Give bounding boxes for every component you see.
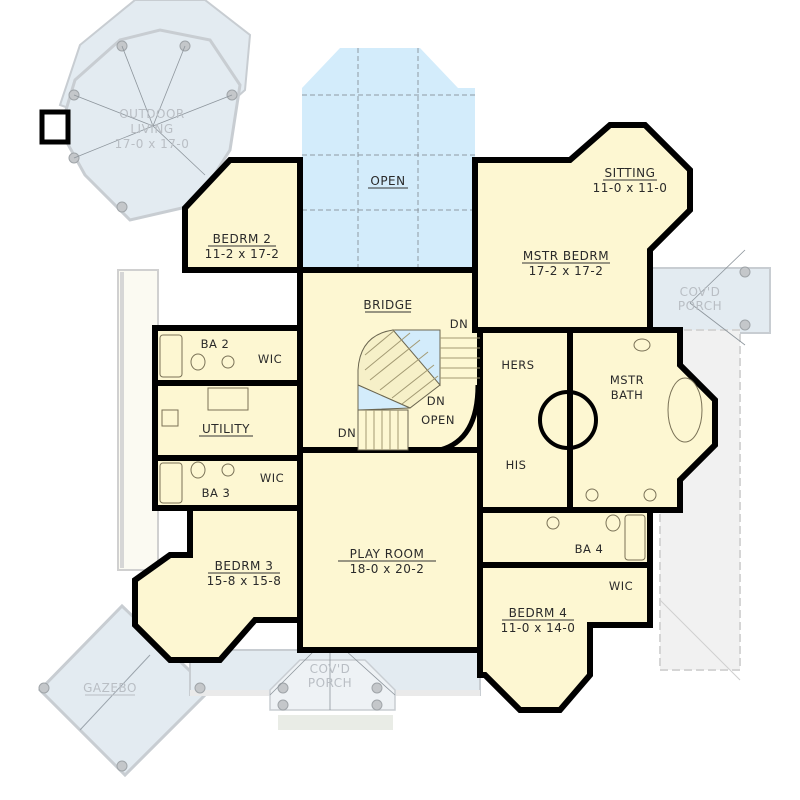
his-label: HIS (506, 458, 527, 472)
bedrm-2-area (182, 157, 303, 273)
sitting-dims: 11-0 x 11-0 (593, 181, 668, 195)
bedrm-3-dims: 15-8 x 15-8 (207, 574, 282, 588)
utility-label: UTILITY (202, 422, 250, 436)
svg-text:PORCH: PORCH (308, 676, 352, 690)
bedrm-3-label: BEDRM 3 (215, 559, 274, 573)
room-labels: OUTDOOR LIVING 17-0 x 17-0 OPEN BEDRM 2 … (83, 107, 722, 696)
mstr-bath-label: MSTR (610, 373, 644, 387)
bedrm-2-label: BEDRM 2 (213, 232, 272, 246)
outdoor-living-dims: 17-0 x 17-0 (115, 137, 190, 151)
wic-2-label: WIC (258, 352, 282, 366)
dn-label-1: DN (450, 317, 468, 331)
ba-2-label: BA 2 (201, 337, 230, 351)
bedrm-4-dims: 11-0 x 14-0 (501, 621, 576, 635)
play-room-dims: 18-0 x 20-2 (350, 562, 425, 576)
bedrm-4-area (477, 562, 653, 713)
utility-area (152, 380, 303, 461)
chimney (39, 109, 71, 145)
open-label: OPEN (370, 174, 405, 188)
svg-text:BATH: BATH (611, 388, 644, 402)
svg-text:PORCH: PORCH (678, 299, 722, 313)
wic-3-label: WIC (260, 471, 284, 485)
exterior-areas (37, 0, 771, 778)
mstr-bedrm-dims: 17-2 x 17-2 (529, 264, 604, 278)
covd-porch-east-label: COV'D (680, 285, 721, 299)
staircase (357, 329, 481, 453)
gazebo-label: GAZEBO (83, 681, 137, 695)
dn-label-3: DN (338, 426, 356, 440)
play-room-label: PLAY ROOM (350, 547, 425, 561)
svg-text:LIVING: LIVING (130, 122, 173, 136)
sitting-label: SITTING (605, 166, 656, 180)
ba-3-label: BA 3 (202, 486, 231, 500)
open-to-below (302, 48, 475, 268)
bedrm-2-dims: 11-2 x 17-2 (205, 247, 280, 261)
bridge-label: BRIDGE (363, 298, 412, 312)
west-terrace (117, 269, 159, 571)
dn-label-2: DN (427, 394, 445, 408)
ba2-area (152, 325, 303, 386)
closets-area (477, 327, 573, 513)
wic-4-label: WIC (609, 579, 633, 593)
open-stair-label: OPEN (421, 413, 455, 427)
hers-label: HERS (501, 358, 534, 372)
bedrm-4-label: BEDRM 4 (509, 606, 568, 620)
ba-4-label: BA 4 (575, 542, 604, 556)
covd-porch-south-label: COV'D (310, 662, 351, 676)
outdoor-living-label: OUTDOOR (119, 107, 185, 121)
mstr-bedrm-label: MSTR BEDRM (523, 249, 609, 263)
